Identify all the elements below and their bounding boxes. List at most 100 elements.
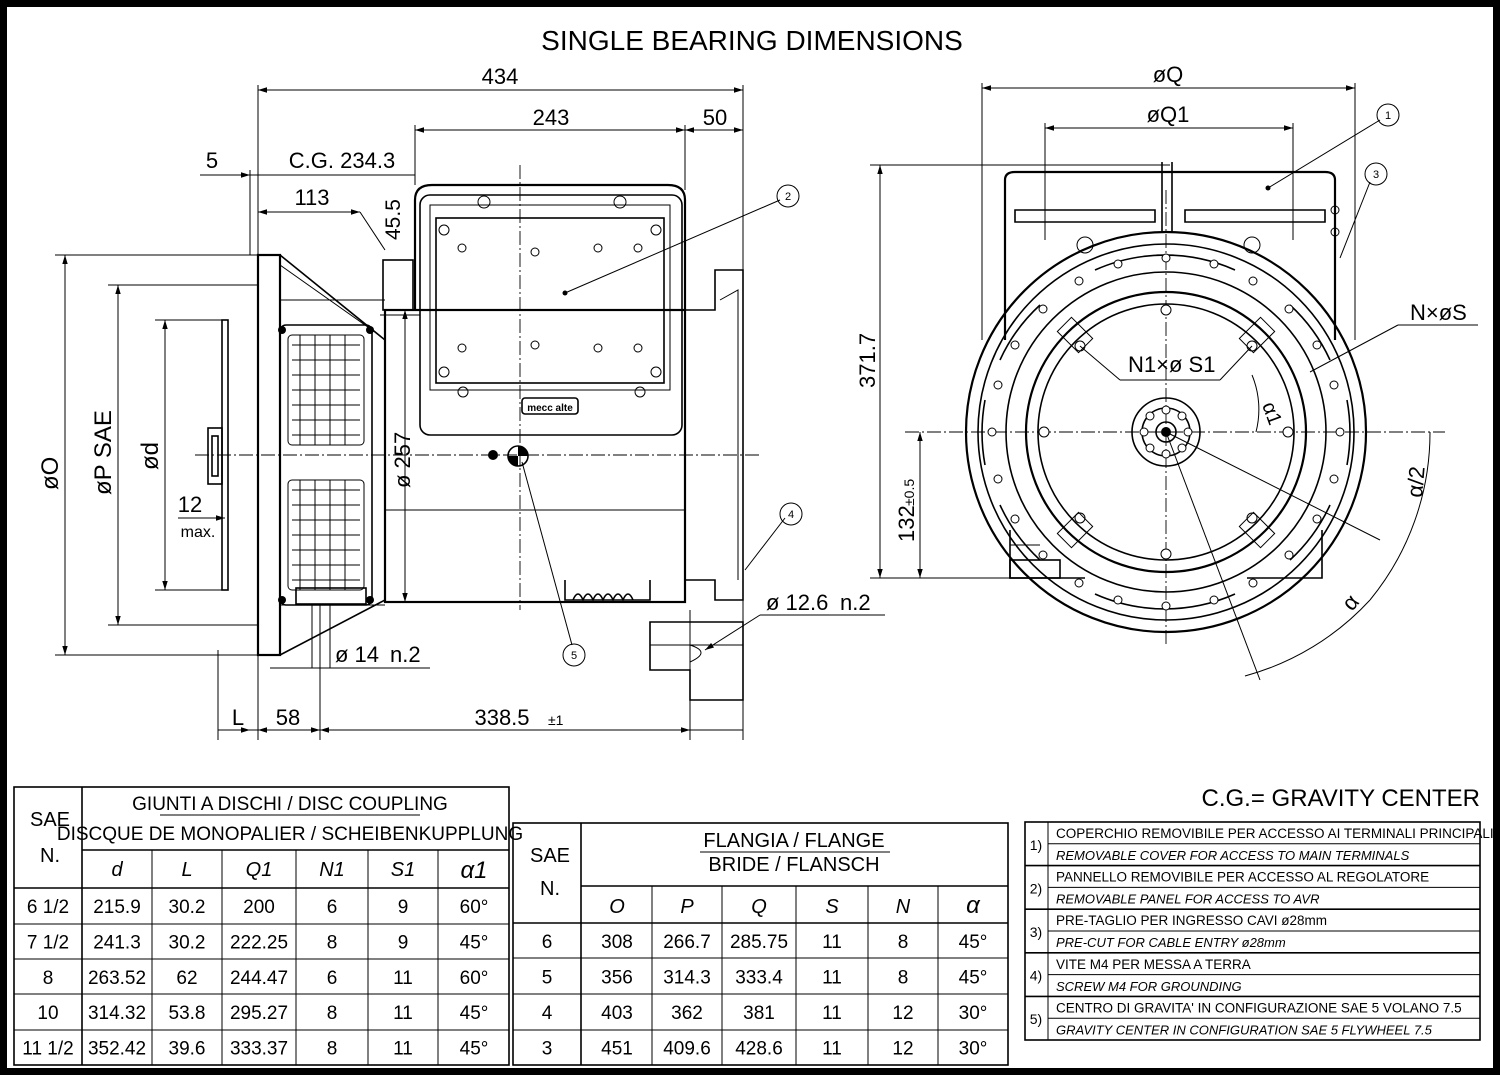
flange-n-head: N. [540, 878, 560, 900]
disc-cell: 222.25 [230, 932, 288, 953]
dim-end-length: 50 [703, 105, 727, 130]
dim-phi-14: ø 14 [335, 642, 379, 667]
flange-table: SAE N. FLANGIA / FLANGE BRIDE / FLANSCH … [512, 822, 1009, 1066]
disc-cell: 11 1/2 [22, 1039, 73, 1060]
drawing-title: SINGLE BEARING DIMENSIONS [541, 25, 963, 56]
disc-cell: 6 [327, 968, 338, 989]
disc-cell: 333.37 [230, 1039, 288, 1060]
label-alpha1: α1 [1257, 399, 1285, 428]
disc-cell: 9 [398, 932, 409, 953]
flange-cell: 11 [822, 1039, 842, 1060]
dim-tol-1: ±1 [548, 712, 564, 728]
flange-cell: 5 [542, 968, 553, 989]
disc-col-alpha1: α1 [460, 857, 487, 884]
dim-phi-14-n: n.2 [390, 642, 421, 667]
flange-col-alpha: α [966, 892, 981, 919]
disc-cell: 53.8 [169, 1003, 206, 1024]
note-english: GRAVITY CENTER IN CONFIGURATION SAE 5 FL… [1056, 1022, 1433, 1037]
dim-phi-p-sae: øP SAE [90, 410, 117, 495]
flange-cell: 285.75 [730, 932, 788, 953]
dim-l: L [232, 705, 244, 730]
disc-cell: 11 [393, 1039, 413, 1060]
disc-cell: 60° [460, 897, 489, 918]
flange-cell: 403 [601, 1003, 633, 1024]
flange-col-q: Q [751, 896, 767, 918]
disc-cell: 6 1/2 [27, 897, 69, 918]
dim-frame-length: 243 [533, 105, 570, 130]
flange-cell: 356 [601, 968, 633, 989]
dim-phi-d: ød [137, 442, 164, 470]
note-english: PRE-CUT FOR CABLE ENTRY ø28mm [1056, 935, 1286, 950]
dim-phi-q1: øQ1 [1147, 102, 1190, 127]
note-italian: VITE M4 PER MESSA A TERRA [1056, 957, 1251, 972]
dim-45-5: 45.5 [382, 199, 405, 240]
dim-offset-5: 5 [206, 148, 218, 173]
disc-cell: 295.27 [230, 1003, 288, 1024]
flange-title-1: FLANGIA / FLANGE [703, 830, 884, 852]
dim-338-5: 338.5 [474, 705, 529, 730]
label-nxs: N×øS [1410, 300, 1467, 325]
dim-max-label: max. [181, 524, 216, 541]
callout-4: 4 [788, 509, 794, 521]
dim-58: 58 [276, 705, 300, 730]
flange-cell: 3 [542, 1039, 553, 1060]
flange-cell: 45° [959, 968, 988, 989]
disc-col-l: L [181, 859, 192, 881]
flange-cell: 12 [892, 1003, 913, 1024]
note-number: 2) [1030, 880, 1042, 896]
disc-cell: 11 [393, 1003, 413, 1024]
dim-overall-length: 434 [482, 64, 519, 89]
dim-phi-o: øO [37, 457, 64, 490]
note-italian: PANNELLO REMOVIBILE PER ACCESSO AL REGOL… [1056, 870, 1429, 885]
callout-5: 5 [571, 650, 577, 662]
dim-tol-0-5: ±0.5 [901, 479, 917, 506]
disc-coupling-table: SAE N. GIUNTI A DISCHI / DISC COUPLING D… [13, 786, 523, 1066]
disc-title-1: GIUNTI A DISCHI / DISC COUPLING [132, 794, 448, 815]
disc-cell: 314.32 [88, 1003, 146, 1024]
flange-cell: 8 [898, 932, 909, 953]
disc-col-d: d [111, 859, 123, 881]
flange-title-2: BRIDE / FLANSCH [708, 854, 879, 876]
disc-sae-head: SAE [30, 809, 70, 831]
dim-phi-12-6: ø 12.6 [766, 590, 828, 615]
disc-cell: 10 [37, 1003, 58, 1024]
flange-cell: 30° [959, 1039, 988, 1060]
flange-col-p: P [680, 896, 694, 918]
disc-cell: 244.47 [230, 968, 288, 989]
flange-cell: 362 [671, 1003, 703, 1024]
note-number: 1) [1030, 837, 1042, 853]
flange-cell: 12 [892, 1039, 913, 1060]
flange-col-n: N [896, 896, 911, 918]
note-italian: CENTRO DI GRAVITA' IN CONFIGURAZIONE SAE… [1056, 1000, 1462, 1015]
note-english: SCREW M4 FOR GROUNDING [1056, 979, 1242, 994]
flange-cell: 4 [542, 1003, 553, 1024]
flange-cell: 409.6 [663, 1039, 711, 1060]
flange-col-o: O [609, 896, 625, 918]
flange-cell: 8 [898, 968, 909, 989]
disc-cell: 352.42 [88, 1039, 146, 1060]
disc-cell: 8 [327, 1039, 338, 1060]
flange-cell: 314.3 [663, 968, 711, 989]
flange-cell: 11 [822, 932, 842, 953]
note-number: 4) [1030, 968, 1042, 984]
flange-cell: 381 [743, 1003, 775, 1024]
disc-col-n1: N1 [319, 859, 345, 881]
flange-cell: 11 [822, 1003, 842, 1024]
front-view: øQ øQ1 371.7 132 ±0.5 [855, 62, 1478, 681]
dim-12: 12 [178, 492, 202, 517]
disc-cell: 45° [460, 932, 489, 953]
flange-cell: 428.6 [735, 1039, 783, 1060]
flange-cell: 333.4 [735, 968, 783, 989]
disc-cell: 215.9 [93, 897, 141, 918]
disc-cell: 39.6 [169, 1039, 206, 1060]
note-italian: PRE-TAGLIO PER INGRESSO CAVI ø28mm [1056, 913, 1327, 928]
dim-phi-q: øQ [1153, 62, 1184, 87]
brand-logo: mecc alte [527, 403, 573, 414]
disc-cell: 200 [243, 897, 275, 918]
disc-cell: 8 [43, 968, 54, 989]
disc-cell: 45° [460, 1003, 489, 1024]
flange-cell: 308 [601, 932, 633, 953]
flange-sae-head: SAE [530, 845, 570, 867]
dim-371-7: 371.7 [855, 333, 880, 388]
